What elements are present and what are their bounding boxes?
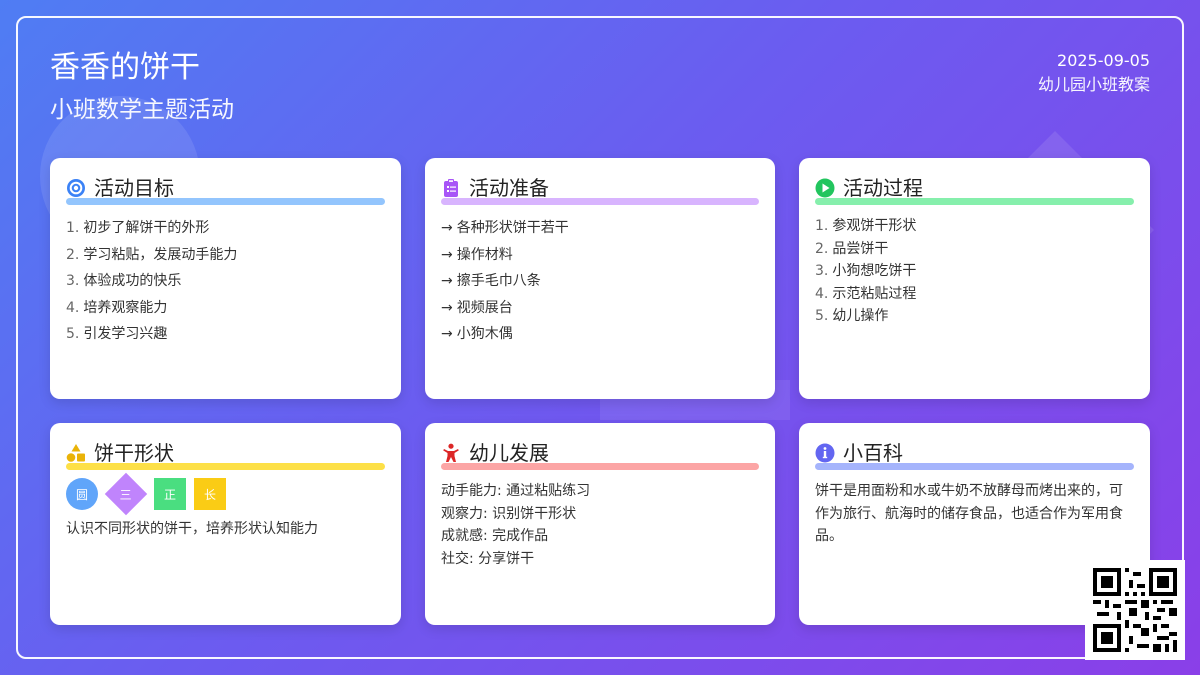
list-item: 3.体验成功的快乐 <box>66 273 182 289</box>
card-underline <box>815 463 1134 470</box>
wiki-text: 饼干是用面粉和水或牛奶不放酵母而烤出来的，可作为旅行、航海时的储存食品，也适合作… <box>815 483 1123 544</box>
shapes-description: 认识不同形状的饼干，培养形状认知能力 <box>66 521 318 537</box>
list-item: 4.示范粘贴过程 <box>815 285 917 302</box>
clipboard-icon <box>444 179 458 197</box>
card-development: 幼儿发展 动手能力: 通过粘贴练习 观察力: 识别饼干形状 成就感: 完成作品 … <box>425 423 775 625</box>
card-title: 小百科 <box>843 441 903 465</box>
list-item: 5.引发学习兴趣 <box>66 326 168 342</box>
list-item: →小狗木偶 <box>441 326 513 342</box>
list-item: 1.初步了解饼干的外形 <box>66 220 210 236</box>
org-label: 幼儿园小班教案 <box>1037 75 1150 94</box>
rectangle-shape: 长 <box>194 478 226 510</box>
card-underline <box>66 198 385 205</box>
card-title: 幼儿发展 <box>469 441 549 465</box>
card-underline <box>441 198 759 205</box>
card-goals: 活动目标 1.初步了解饼干的外形 2.学习粘贴，发展动手能力 3.体验成功的快乐… <box>50 158 401 399</box>
list-item: 5.幼儿操作 <box>815 308 889 324</box>
info-icon <box>815 443 835 463</box>
development-item: 动手能力: 通过粘贴练习 <box>441 483 591 499</box>
page-frame <box>16 16 1184 659</box>
list-item: 4.培养观察能力 <box>66 299 168 316</box>
list-item: →擦手毛巾八条 <box>441 273 541 289</box>
diamond-shape: 三 <box>104 472 148 516</box>
qr-code <box>1085 560 1185 660</box>
play-icon <box>815 178 835 198</box>
header-meta: 2025-09-05 幼儿园小班教案 <box>1038 50 1150 96</box>
card-title: 饼干形状 <box>94 441 174 465</box>
card-underline <box>66 463 385 470</box>
development-item: 观察力: 识别饼干形状 <box>441 505 577 522</box>
list-item: 2.品尝饼干 <box>815 240 889 257</box>
list-item: 3.小狗想吃饼干 <box>815 263 917 279</box>
shape-samples: 圆 三 正 长 <box>66 472 385 516</box>
header: 香香的饼干 小班数学主题活动 <box>50 48 234 126</box>
circle-shape: 圆 <box>66 478 98 510</box>
card-underline <box>815 198 1134 205</box>
list-item: 1.参观饼干形状 <box>815 218 917 234</box>
card-shapes: 饼干形状 圆 三 正 长 认识不同形状的饼干，培养形状认知能力 <box>50 423 401 625</box>
card-process: 活动过程 1.参观饼干形状 2.品尝饼干 3.小狗想吃饼干 4.示范粘贴过程 5… <box>799 158 1150 399</box>
goals-list: 1.初步了解饼干的外形 2.学习粘贴，发展动手能力 3.体验成功的快乐 4.培养… <box>66 215 385 348</box>
page-subtitle: 小班数学主题活动 <box>50 97 234 123</box>
page-title: 香香的饼干 <box>50 50 200 85</box>
card-title: 活动准备 <box>469 176 549 200</box>
process-list: 1.参观饼干形状 2.品尝饼干 3.小狗想吃饼干 4.示范粘贴过程 5.幼儿操作 <box>815 215 1134 328</box>
card-underline <box>441 463 759 470</box>
shapes-icon <box>66 444 85 462</box>
card-title: 活动目标 <box>94 176 174 200</box>
card-prep: 活动准备 →各种形状饼干若干 →操作材料 →擦手毛巾八条 →视频展台 →小狗木偶 <box>425 158 775 399</box>
card-title: 活动过程 <box>843 176 923 200</box>
diamond-shape-wrap: 三 <box>104 472 148 516</box>
list-item: →视频展台 <box>441 299 513 316</box>
target-icon <box>67 179 85 197</box>
child-icon <box>443 443 459 462</box>
development-item: 成就感: 完成作品 <box>441 528 549 544</box>
date-label: 2025-09-05 <box>1057 51 1150 70</box>
list-item: →各种形状饼干若干 <box>441 220 569 236</box>
list-item: →操作材料 <box>441 246 513 263</box>
qr-code-icon <box>1093 568 1177 652</box>
square-shape: 正 <box>154 478 186 510</box>
prep-list: →各种形状饼干若干 →操作材料 →擦手毛巾八条 →视频展台 →小狗木偶 <box>441 215 759 348</box>
development-item: 社交: 分享饼干 <box>441 550 535 567</box>
list-item: 2.学习粘贴，发展动手能力 <box>66 246 238 263</box>
